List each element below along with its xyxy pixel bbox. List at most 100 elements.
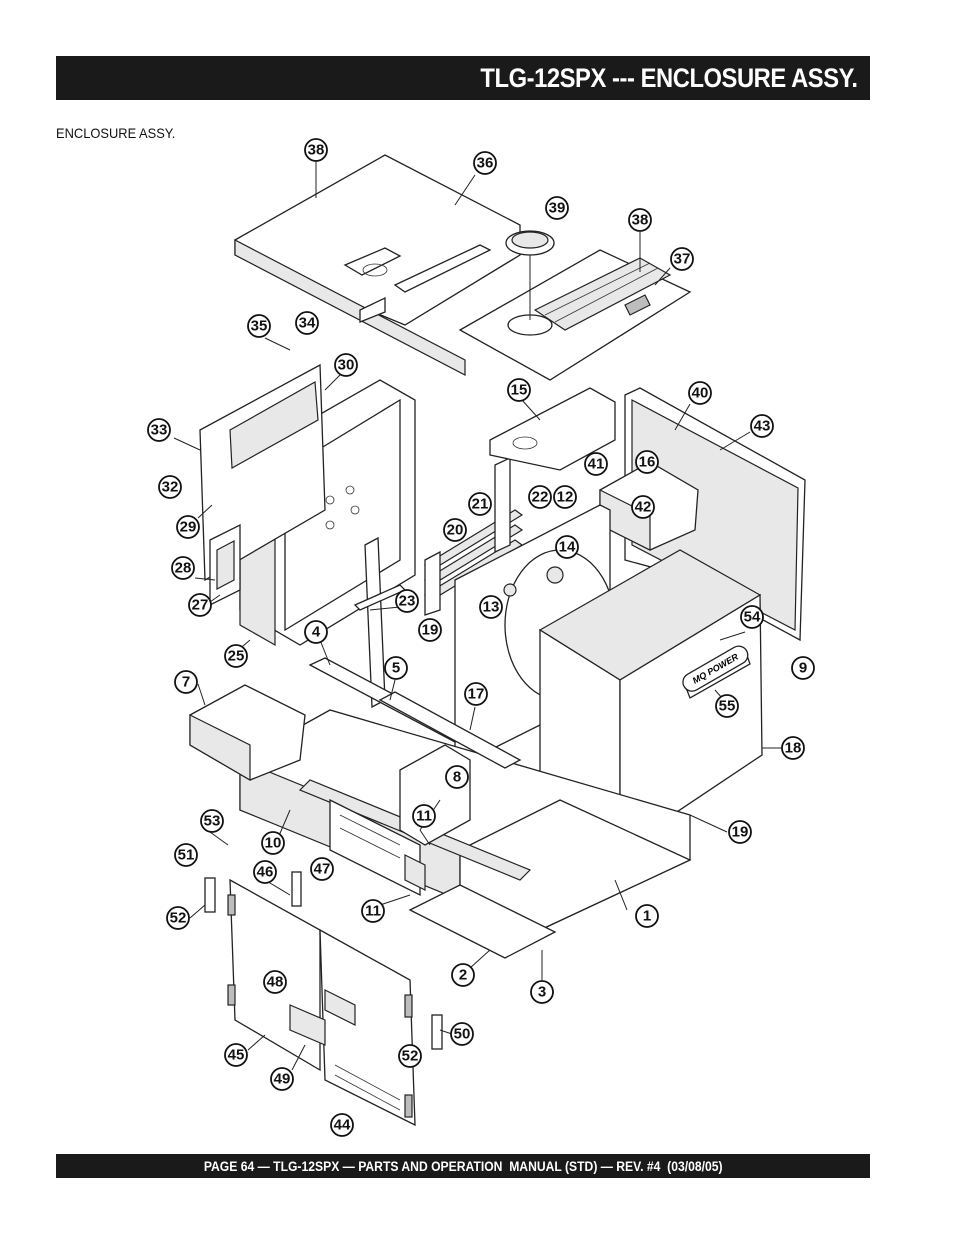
callout-2: 2 [451,963,475,987]
callout-33: 33 [147,418,171,442]
svg-text:33: 33 [151,422,168,439]
callout-1: 1 [635,904,659,928]
svg-text:2: 2 [459,967,467,984]
svg-text:1: 1 [643,908,651,925]
callout-30: 30 [334,353,358,377]
callout-34: 34 [295,311,319,335]
svg-text:48: 48 [267,974,284,991]
svg-text:45: 45 [228,1047,245,1064]
callout-42: 42 [631,495,655,519]
svg-text:14: 14 [559,539,576,556]
svg-text:38: 38 [308,142,325,159]
svg-text:8: 8 [453,769,461,786]
svg-text:50: 50 [454,1026,471,1043]
svg-text:21: 21 [472,496,489,513]
svg-text:49: 49 [274,1071,291,1088]
callout-54: 54 [740,605,764,629]
svg-text:19: 19 [732,824,749,841]
svg-text:32: 32 [162,479,179,496]
page-title-bar: TLG-12SPX --- ENCLOSURE ASSY. [56,56,870,100]
callout-14: 14 [555,535,579,559]
callout-9: 9 [791,656,815,680]
callout-8: 8 [445,765,469,789]
roof-panel [234,154,521,376]
callout-41: 41 [584,452,608,476]
svg-text:19: 19 [422,622,439,639]
callout-47: 47 [310,857,334,881]
callout-21: 21 [468,492,492,516]
svg-text:10: 10 [265,835,282,852]
callout-3: 3 [530,980,554,1004]
callout-29: 29 [176,515,200,539]
callout-19-upper: 19 [418,618,442,642]
svg-text:11: 11 [416,808,432,825]
svg-text:25: 25 [228,648,245,665]
page-footer-bar: PAGE 64 — TLG-12SPX — PARTS AND OPERATIO… [56,1154,870,1178]
svg-text:28: 28 [175,560,192,577]
svg-text:52: 52 [170,910,187,927]
svg-text:36: 36 [477,155,494,172]
svg-text:30: 30 [338,357,355,374]
callout-49: 49 [270,1067,294,1091]
callout-13: 13 [479,595,503,619]
callout-55: 55 [715,694,739,718]
callout-52-left: 52 [166,906,190,930]
svg-text:17: 17 [468,686,485,703]
svg-text:44: 44 [334,1117,351,1134]
callout-19-lower: 19 [728,820,752,844]
svg-text:20: 20 [447,522,464,539]
callout-20: 20 [443,518,467,542]
front-doors [227,878,416,1127]
callout-44: 44 [330,1113,354,1137]
callout-28: 28 [171,556,195,580]
callout-23: 23 [395,589,419,613]
callout-40: 40 [688,381,712,405]
svg-text:9: 9 [799,660,807,677]
callout-17: 17 [464,682,488,706]
svg-text:43: 43 [754,418,771,435]
svg-text:16: 16 [639,454,656,471]
callout-18: 18 [781,736,805,760]
callout-52-right: 52 [398,1044,422,1068]
bottom-plate [408,884,557,959]
svg-text:3: 3 [538,984,546,1001]
callout-27: 27 [188,593,212,617]
callout-45: 45 [224,1043,248,1067]
svg-text:22: 22 [532,489,549,506]
svg-text:40: 40 [692,385,709,402]
left-side-door [199,363,326,582]
svg-text:54: 54 [744,609,761,626]
svg-text:29: 29 [180,519,197,536]
svg-text:39: 39 [549,200,566,217]
callout-50: 50 [450,1022,474,1046]
callout-12: 12 [553,485,577,509]
left-lower-panel [209,523,241,607]
callout-4: 4 [304,620,328,644]
rain-cap [505,230,555,320]
leader-lines [173,160,782,1071]
svg-text:47: 47 [314,861,331,878]
radiator-assembly [423,456,524,616]
svg-text:34: 34 [299,315,316,332]
callout-43: 43 [750,414,774,438]
callout-48: 48 [263,970,287,994]
callout-53: 53 [200,809,224,833]
callout-5: 5 [384,656,408,680]
page-footer-text: PAGE 64 — TLG-12SPX — PARTS AND OPERATIO… [203,1158,723,1174]
svg-text:11: 11 [365,903,381,920]
callout-39: 39 [545,196,569,220]
svg-text:23: 23 [399,593,416,610]
svg-text:51: 51 [178,847,195,864]
svg-text:38: 38 [632,212,649,229]
callout-37: 37 [670,247,694,271]
svg-text:53: 53 [204,813,221,830]
callout-25: 25 [224,644,248,668]
callout-51: 51 [174,843,198,867]
svg-text:27: 27 [192,597,209,614]
svg-text:5: 5 [392,660,400,677]
callout-11-upper: 11 [412,804,436,828]
section-label: ENCLOSURE ASSY. [56,125,176,141]
page-title: TLG-12SPX --- ENCLOSURE ASSY. [480,62,859,93]
callout-35: 35 [247,314,271,338]
